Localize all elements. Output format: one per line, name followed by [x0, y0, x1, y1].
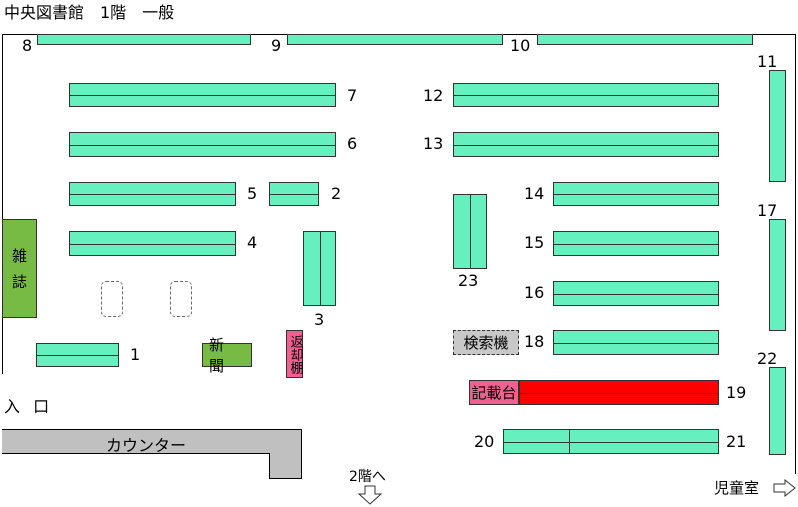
counter-label: カウンター	[106, 436, 187, 455]
shelf-number-11: 11	[757, 52, 778, 71]
shelf-6	[69, 132, 336, 157]
kids-room-label[interactable]: 児童室	[714, 479, 760, 497]
shelf-number-7: 7	[347, 86, 358, 105]
shelf-number-8: 8	[22, 36, 33, 55]
shelf-number-19: 19	[726, 383, 747, 402]
shelf-17	[769, 219, 786, 331]
shelf-number-10: 10	[510, 36, 531, 55]
shelf-number-13: 13	[423, 134, 444, 153]
shelf-13	[453, 132, 719, 157]
magazine-label-2: 誌	[11, 272, 27, 291]
shelf-number-4: 4	[247, 233, 258, 252]
counter-outline	[2, 429, 302, 430]
shelf-7	[69, 83, 336, 107]
counter-outline	[2, 453, 269, 454]
shelf-8	[37, 34, 251, 45]
counter-outline	[269, 453, 270, 479]
shelf-23	[453, 194, 487, 269]
shelf-number-22: 22	[757, 349, 778, 368]
shelf-number-17: 17	[757, 201, 778, 220]
chair	[170, 281, 192, 317]
shelf-9	[287, 34, 503, 45]
service-counter-extension	[269, 429, 302, 479]
to-floor2-label[interactable]: 2階へ	[349, 469, 386, 485]
shelf-12	[453, 83, 719, 107]
shelf-number-5: 5	[247, 184, 258, 203]
shelf-3	[303, 231, 336, 306]
shelf-16	[553, 281, 719, 306]
shelf-number-2: 2	[331, 184, 342, 203]
shelf-number-3: 3	[314, 310, 325, 329]
magazine-label-1: 雑	[11, 246, 27, 265]
shelf-number-9: 9	[271, 36, 282, 55]
entrance-label: 入 口	[4, 397, 54, 416]
chair	[101, 281, 123, 317]
counter-outline	[269, 478, 302, 479]
shelf-number-14: 14	[524, 184, 545, 203]
shelf-5	[69, 182, 236, 206]
shelf-11	[769, 70, 786, 182]
shelf-number-12: 12	[423, 86, 444, 105]
shelf-number-18: 18	[524, 332, 545, 351]
shelf-1	[36, 343, 119, 367]
shelf-number-21: 21	[726, 432, 747, 451]
shelf-2	[269, 182, 319, 206]
shelf-22	[769, 367, 786, 455]
shelf-18	[553, 330, 719, 355]
counter-outline	[301, 429, 302, 479]
shelf-14	[553, 182, 719, 206]
map-title: 中央図書館 1階 一般	[4, 3, 175, 22]
newspaper-rack: 新 聞	[202, 336, 252, 375]
down-arrow-icon[interactable]	[356, 485, 384, 505]
right-arrow-icon[interactable]	[773, 479, 797, 497]
shelf-number-1: 1	[130, 345, 141, 364]
shelf-21	[569, 429, 719, 454]
shelf-15	[553, 231, 719, 256]
wall-left-upper	[2, 34, 3, 374]
shelf-number-20: 20	[474, 432, 495, 451]
wall-right	[795, 34, 796, 474]
writing-desk-label: 記載台	[469, 380, 519, 405]
magazine-rack: 雑 誌	[2, 219, 37, 318]
search-terminal[interactable]: 検索機	[453, 330, 519, 355]
shelf-number-15: 15	[524, 233, 545, 252]
shelf-number-23: 23	[458, 271, 479, 290]
return-shelf: 返却棚	[286, 330, 303, 378]
writing-desk	[519, 380, 719, 405]
service-counter	[2, 429, 302, 453]
shelf-20	[503, 429, 570, 454]
shelf-number-6: 6	[347, 134, 358, 153]
shelf-4	[69, 231, 236, 256]
shelf-10	[537, 34, 753, 45]
shelf-number-16: 16	[524, 283, 545, 302]
